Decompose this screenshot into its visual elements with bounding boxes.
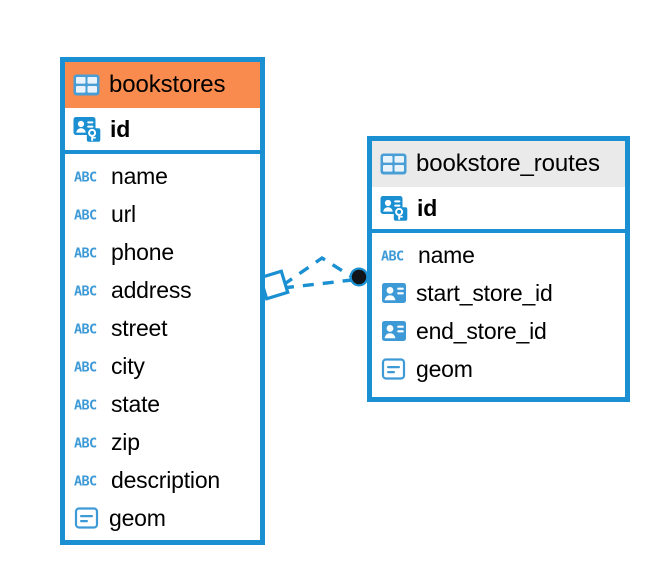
svg-text:ABC: ABC	[74, 246, 97, 262]
field-list-bookstore-routes: ABC name start_store_id	[372, 233, 625, 392]
field-row-primary-key[interactable]: id	[372, 187, 625, 229]
field-row[interactable]: ABC street	[65, 309, 260, 347]
entity-bookstores[interactable]: bookstores id A	[60, 57, 265, 545]
field-name: description	[111, 466, 221, 493]
geometry-icon	[74, 505, 100, 531]
entity-title: bookstores	[109, 71, 226, 98]
field-name: city	[111, 352, 145, 379]
field-row[interactable]: ABC url	[65, 195, 260, 233]
primary-key-separator	[65, 150, 260, 154]
field-name: zip	[111, 428, 140, 455]
relationship-connector[interactable]	[258, 255, 369, 301]
field-row[interactable]: ABC city	[65, 347, 260, 385]
svg-text:ABC: ABC	[74, 360, 97, 376]
entity-header-bookstores[interactable]: bookstores	[65, 62, 260, 108]
table-icon	[380, 153, 407, 175]
svg-text:ABC: ABC	[74, 436, 97, 452]
text-abc-icon: ABC	[74, 166, 102, 186]
field-name: url	[111, 200, 136, 227]
svg-text:ABC: ABC	[74, 284, 97, 300]
field-name: state	[111, 390, 160, 417]
entity-header-bookstore-routes[interactable]: bookstore_routes	[372, 141, 625, 187]
primary-key-separator	[372, 229, 625, 233]
field-row[interactable]: geom	[65, 499, 260, 537]
field-row[interactable]: ABC description	[65, 461, 260, 499]
svg-text:ABC: ABC	[74, 398, 97, 414]
field-row[interactable]: ABC name	[65, 157, 260, 195]
text-abc-icon: ABC	[74, 280, 102, 300]
svg-text:ABC: ABC	[74, 474, 97, 490]
text-abc-icon: ABC	[74, 394, 102, 414]
field-row[interactable]: ABC state	[65, 385, 260, 423]
table-icon	[73, 74, 100, 96]
field-list-bookstores: ABC name ABC url ABC phone	[65, 154, 260, 541]
svg-text:ABC: ABC	[381, 249, 404, 265]
field-name: name	[111, 162, 168, 189]
field-row-primary-key[interactable]: id	[65, 108, 260, 150]
field-row[interactable]: ABC address	[65, 271, 260, 309]
svg-text:ABC: ABC	[74, 322, 97, 338]
field-name: street	[111, 314, 168, 341]
field-row[interactable]: start_store_id	[372, 274, 625, 312]
relationship-line-lower	[282, 278, 353, 290]
field-name: start_store_id	[416, 279, 553, 306]
field-name: geom	[109, 504, 166, 531]
field-name: end_store_id	[416, 317, 547, 344]
field-name: phone	[111, 238, 174, 265]
field-row[interactable]: geom	[372, 350, 625, 388]
text-abc-icon: ABC	[381, 245, 409, 265]
foreign-key-icon	[381, 280, 407, 306]
field-row[interactable]: ABC name	[372, 236, 625, 274]
text-abc-icon: ABC	[74, 470, 102, 490]
field-name: id	[417, 194, 438, 221]
relationship-line-upper	[282, 255, 353, 287]
text-abc-icon: ABC	[74, 432, 102, 452]
text-abc-icon: ABC	[74, 242, 102, 262]
geometry-icon	[381, 356, 407, 382]
primary-key-icon	[380, 194, 408, 222]
entity-title: bookstore_routes	[416, 150, 600, 177]
svg-text:ABC: ABC	[74, 208, 97, 224]
foreign-key-icon	[381, 318, 407, 344]
field-name: id	[110, 115, 131, 142]
field-row[interactable]: ABC phone	[65, 233, 260, 271]
field-row[interactable]: ABC zip	[65, 423, 260, 461]
primary-key-icon	[73, 115, 101, 143]
field-row[interactable]: end_store_id	[372, 312, 625, 350]
svg-text:ABC: ABC	[74, 170, 97, 186]
field-name: address	[111, 276, 192, 303]
text-abc-icon: ABC	[74, 318, 102, 338]
text-abc-icon: ABC	[74, 356, 102, 376]
text-abc-icon: ABC	[74, 204, 102, 224]
entity-bookstore-routes[interactable]: bookstore_routes id	[367, 136, 630, 402]
field-name: name	[418, 241, 475, 268]
filled-circle-marker	[349, 267, 369, 287]
field-name: geom	[416, 355, 473, 382]
